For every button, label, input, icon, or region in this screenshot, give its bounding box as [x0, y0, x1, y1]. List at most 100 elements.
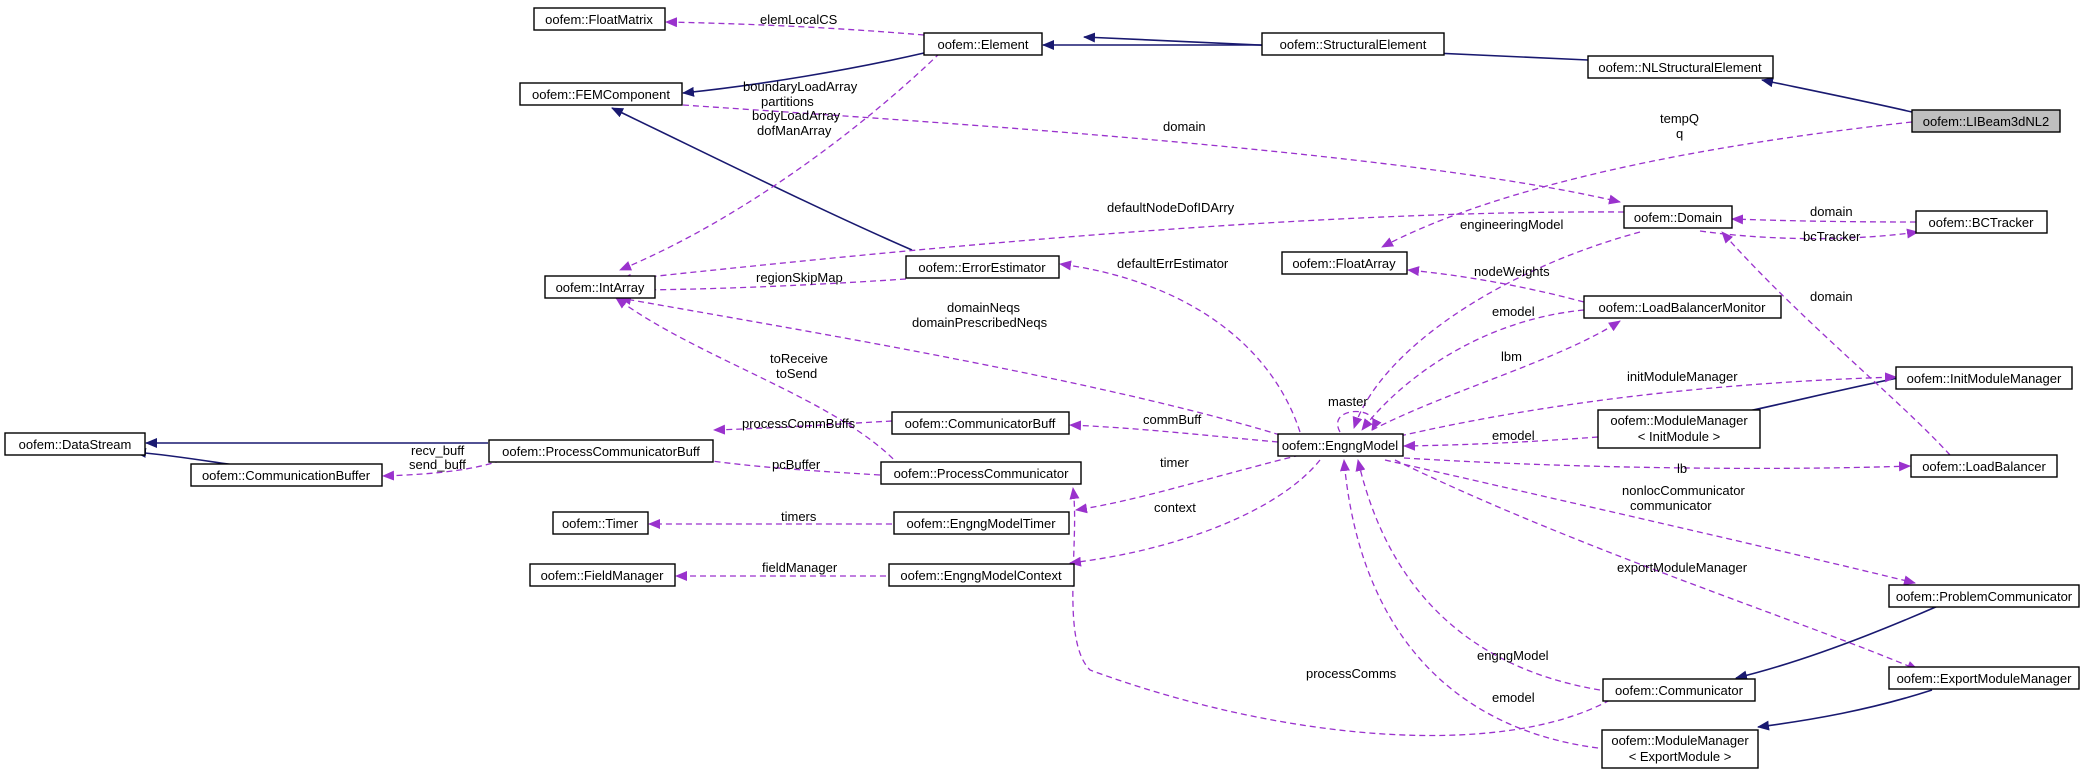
edge-modmgr-init-engngmodel [1403, 436, 1599, 451]
node-fieldmanager[interactable]: oofem::FieldManager [529, 563, 676, 587]
edge-element-intarray [619, 52, 941, 271]
label-domain-top: domain [1163, 119, 1206, 134]
svg-text:oofem::FEMComponent: oofem::FEMComponent [532, 87, 670, 102]
node-structuralelement[interactable]: oofem::StructuralElement [1261, 32, 1445, 56]
label-domain-bc: domain [1810, 204, 1853, 219]
svg-text:oofem::ProcessCommunicatorBuff: oofem::ProcessCommunicatorBuff [502, 444, 700, 459]
edge-engngmodel-errorestimator [1059, 260, 1301, 433]
node-loadbalancer[interactable]: oofem::LoadBalancer [1910, 454, 2058, 478]
svg-text:oofem::LoadBalancerMonitor: oofem::LoadBalancerMonitor [1599, 300, 1767, 315]
edge-modmgr-export-to-exportmgr [1757, 689, 1933, 731]
label-emodel-export: emodel [1492, 690, 1535, 705]
label-elemlocalcs: elemLocalCS [760, 12, 838, 27]
svg-text:oofem::FloatMatrix: oofem::FloatMatrix [545, 12, 653, 27]
edge-engngmodel-master [1337, 410, 1382, 433]
edge-labels: elemLocalCS boundaryLoadArray partitions… [409, 12, 1861, 705]
label-context: context [1154, 500, 1196, 515]
node-domain[interactable]: oofem::Domain [1623, 205, 1733, 229]
usage-edges [382, 17, 1951, 749]
edge-engngmodel-context [1069, 459, 1321, 567]
node-engngmodelcontext[interactable]: oofem::EngngModelContext [888, 563, 1075, 587]
svg-text:oofem::ExportModuleManager: oofem::ExportModuleManager [1897, 671, 2073, 686]
svg-text:oofem::ErrorEstimator: oofem::ErrorEstimator [918, 260, 1046, 275]
node-errorestimator[interactable]: oofem::ErrorEstimator [905, 255, 1060, 279]
svg-text:oofem::InitModuleManager: oofem::InitModuleManager [1907, 371, 2062, 386]
node-timer[interactable]: oofem::Timer [552, 511, 649, 535]
label-tempq: tempQ [1660, 111, 1699, 126]
svg-text:oofem::EngngModelContext: oofem::EngngModelContext [900, 568, 1062, 583]
node-libeam3dnl2[interactable]: oofem::LIBeam3dNL2 [1911, 109, 2061, 133]
node-intarray[interactable]: oofem::IntArray [544, 275, 656, 299]
node-communicationbuffer[interactable]: oofem::CommunicationBuffer [190, 463, 383, 487]
node-initmodulemanager[interactable]: oofem::InitModuleManager [1895, 366, 2073, 390]
label-initmodulemanager: initModuleManager [1627, 369, 1738, 384]
label-send-buff: send_buff [409, 457, 466, 472]
svg-text:oofem::DataStream: oofem::DataStream [19, 437, 132, 452]
node-bctracker[interactable]: oofem::BCTracker [1915, 210, 2048, 234]
label-bodyloadarray: bodyLoadArray [752, 108, 841, 123]
svg-text:oofem::FloatArray: oofem::FloatArray [1292, 256, 1396, 271]
nodes: oofem::FloatMatrix oofem::Element oofem:… [4, 7, 2080, 769]
label-engngmodel: engngModel [1477, 648, 1549, 663]
node-communicatorbuff[interactable]: oofem::CommunicatorBuff [891, 411, 1070, 435]
node-femcomponent[interactable]: oofem::FEMComponent [519, 82, 683, 106]
node-modulemanager-init[interactable]: oofem::ModuleManager < InitModule > [1597, 409, 1761, 449]
node-datastream[interactable]: oofem::DataStream [4, 432, 146, 456]
svg-text:oofem::LoadBalancer: oofem::LoadBalancer [1922, 459, 2046, 474]
svg-text:oofem::Element: oofem::Element [937, 37, 1028, 52]
svg-text:oofem::StructuralElement: oofem::StructuralElement [1280, 37, 1427, 52]
edge-engngmodel-problemcomm [1384, 459, 1916, 586]
edge-lbmonitor-engngmodel [1361, 309, 1585, 431]
node-processcommunicator[interactable]: oofem::ProcessCommunicator [880, 461, 1082, 485]
node-floatmatrix[interactable]: oofem::FloatMatrix [533, 7, 666, 31]
label-defaultnodedofidarry: defaultNodeDofIDArry [1107, 200, 1235, 215]
node-floatarray[interactable]: oofem::FloatArray [1281, 251, 1408, 275]
node-engngmodeltimer[interactable]: oofem::EngngModelTimer [893, 511, 1070, 535]
label-timers: timers [781, 509, 817, 524]
svg-text:oofem::BCTracker: oofem::BCTracker [1929, 215, 2035, 230]
label-lb: lb [1677, 461, 1687, 476]
node-problemcommunicator[interactable]: oofem::ProblemCommunicator [1888, 584, 2080, 608]
label-engineeringmodel: engineeringModel [1460, 217, 1563, 232]
edge-communicator-processcommunicator [1069, 487, 1611, 737]
svg-text:oofem::ProcessCommunicator: oofem::ProcessCommunicator [894, 466, 1070, 481]
node-element[interactable]: oofem::Element [923, 32, 1043, 56]
edge-engngmodel-intarray [619, 295, 1281, 436]
svg-text:oofem::Domain: oofem::Domain [1634, 210, 1722, 225]
edge-bctracker-domain [1731, 214, 1917, 225]
label-domain-lb: domain [1810, 289, 1853, 304]
label-tosend: toSend [776, 366, 817, 381]
edge-communicator-engngmodel [1355, 459, 1601, 691]
label-toreceive: toReceive [770, 351, 828, 366]
label-dofmanarray: dofManArray [757, 123, 832, 138]
node-communicator[interactable]: oofem::Communicator [1602, 678, 1756, 702]
label-nonloccommunicator: nonlocCommunicator [1622, 483, 1746, 498]
label-defaulterrestimator: defaultErrEstimator [1117, 256, 1229, 271]
node-loadbalancermonitor[interactable]: oofem::LoadBalancerMonitor [1583, 295, 1782, 319]
svg-text:oofem::FieldManager: oofem::FieldManager [541, 568, 665, 583]
svg-text:oofem::NLStructuralElement: oofem::NLStructuralElement [1598, 60, 1762, 75]
edge-problemcomm-to-communicator [1735, 605, 1939, 681]
label-timer: timer [1160, 455, 1190, 470]
svg-text:oofem::EngngModel: oofem::EngngModel [1282, 438, 1398, 453]
svg-text:oofem::ModuleManager: oofem::ModuleManager [1610, 413, 1748, 428]
edge-communicationbuffer-to-datastream [134, 447, 235, 466]
node-engngmodel[interactable]: oofem::EngngModel [1277, 433, 1404, 457]
node-processcommunicatorbuff[interactable]: oofem::ProcessCommunicatorBuff [488, 439, 714, 463]
svg-text:oofem::ProblemCommunicator: oofem::ProblemCommunicator [1896, 589, 2073, 604]
node-exportmodulemanager[interactable]: oofem::ExportModuleManager [1888, 666, 2080, 690]
label-lbm: lbm [1501, 349, 1522, 364]
label-recv-buff: recv_buff [411, 443, 465, 458]
label-bctracker: bcTracker [1803, 229, 1861, 244]
edge-libeam-to-nlstructural [1761, 77, 1913, 113]
node-nlstructuralelement[interactable]: oofem::NLStructuralElement [1587, 55, 1774, 79]
label-nodeweights: nodeWeights [1474, 264, 1550, 279]
edge-libeam-floatarray [1381, 121, 1913, 248]
svg-text:oofem::CommunicationBuffer: oofem::CommunicationBuffer [202, 468, 371, 483]
edge-errorestimator-to-femcomponent [611, 107, 913, 251]
edge-engngmodel-loadbalancer [1403, 457, 1911, 472]
edge-commbuff-processcommbuff [713, 420, 893, 435]
node-modulemanager-export[interactable]: oofem::ModuleManager < ExportModule > [1601, 729, 1759, 769]
edge-domain-engngmodel [1352, 231, 1641, 429]
